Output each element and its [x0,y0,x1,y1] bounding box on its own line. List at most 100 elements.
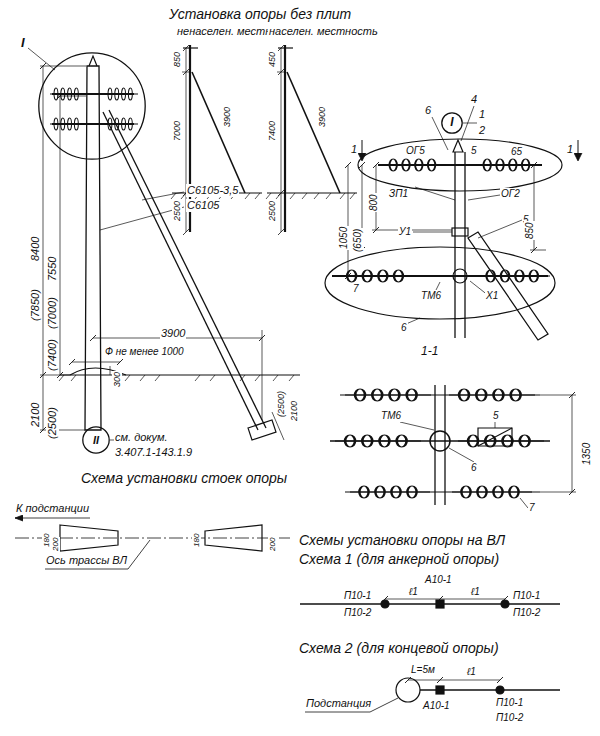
drawing-line [15,518,90,519]
drawing-line [385,599,505,600]
drawing-label: У1 [398,226,412,238]
drawing-label: ТМ6 [420,290,442,302]
dimension-text: (7850) [29,288,42,322]
drawing-label: 7 [352,283,360,295]
dimension-text: (7000) [46,296,59,330]
drawing-path [345,162,537,279]
drawing-line [464,152,465,338]
section-one-one [330,385,550,505]
dimension-text: (7400) [46,338,59,372]
dimension-text: 3900 [317,106,327,128]
dimension-text: 850 [172,51,182,68]
drawing-circle [453,269,467,283]
drawing-path [100,192,184,230]
drawing-label: 1 [478,108,486,121]
drawing-label: ОГ2 [500,188,521,200]
drawing-label: ненаселен. местн. [176,25,275,38]
drawing-line [103,112,258,430]
drawing-path [305,698,398,712]
drawing-line [530,250,546,251]
drawing-path [266,193,355,199]
main-pole [50,56,300,440]
drawing-circle [396,678,420,702]
drawing-label: 65 [510,146,523,158]
callout-number: I [20,36,26,50]
drawing-label: 1-1 [420,345,439,359]
dimension-text: 8400 [29,236,42,262]
drawing-label: П10-2 [343,607,372,619]
drawing-label: Х1 [485,290,499,302]
circle-outline [83,427,109,453]
small-elevation-right [266,45,357,235]
drawing-line [572,395,573,492]
drawing-path [278,45,284,235]
drawing-path [15,515,23,521]
drawing-line [40,66,86,67]
drawing-rect [436,686,444,694]
drawing-label: Схема установки стоек опоры [80,470,288,486]
mounting-scheme [15,515,290,569]
dimension-text: 3900 [222,106,232,128]
drawing-label: П10-1 [495,697,524,709]
circle-outline [38,52,146,160]
drawing-label: П10-1 [343,590,372,602]
drawing-use [345,389,431,401]
drawing-label: К подстанции [15,502,90,515]
dimension-text: 7550 [46,256,59,282]
dimension-text: 200 [268,537,277,552]
drawing-line [40,375,70,376]
dimension-text: 1050 [338,226,350,250]
drawing-line [110,366,111,375]
drawing-polygon [60,525,118,551]
dimension-text: 2100 [289,400,299,422]
drawing-label: 6 [400,322,408,334]
dimension-text: 800 [368,193,380,212]
drawing-label: 3900 [160,327,186,340]
section-leaders [400,392,576,508]
drawing-line [372,230,452,231]
dimension-text: 7400 [267,120,277,142]
dimension-text: 2500 [267,200,277,222]
main-dimensions [28,48,284,440]
drawing-label: 7 [528,502,536,514]
detail-one [325,139,562,340]
drawing-label: Схемы установки опоры на ВЛ [298,532,506,548]
drawing-path [28,48,55,70]
drawing-ellipse [358,139,562,191]
drawing-label: 1 [350,143,358,156]
dimension-text: 1350 [581,442,593,466]
drawing-label: Подстанция [305,697,372,710]
dimension-text: (2500) [276,390,286,418]
drawing-line [408,680,500,681]
dimension-text: 450 [267,51,277,68]
dimension-text: (650) [352,228,364,253]
dimension-text: 2100 [29,402,42,428]
drawing-line [454,152,455,338]
dimension-text: 180 [192,533,201,548]
drawing-path [569,392,575,495]
drawing-label: ℓ1 [408,586,419,598]
drawing-use [350,486,430,498]
drawing-use [476,159,540,171]
drawing-label: 6 [470,462,478,474]
drawing-line [57,96,86,97]
drawing-label: А10-1 [424,574,453,586]
detail-one-leaders [345,106,582,324]
drawing-use [50,118,84,130]
drawing-line [262,330,263,420]
drawing-label: ОГ5 [405,145,426,157]
drawing-polygon [205,525,262,551]
drawing-label: П10-2 [512,607,541,619]
drawing-label: Ось трассы ВЛ [45,554,128,567]
drawing-line [478,428,512,446]
drawing-path [574,153,582,161]
drawing-line [72,362,120,363]
drawing-line [60,374,300,375]
drawing-label: 5 [492,410,500,422]
drawing-use [478,270,550,282]
drawing-label: Схема 1 (для анкерной опоры) [298,551,500,567]
drawing-label: населен. местность [268,25,379,38]
scheme-two [305,677,560,712]
drawing-polygon [453,140,463,152]
